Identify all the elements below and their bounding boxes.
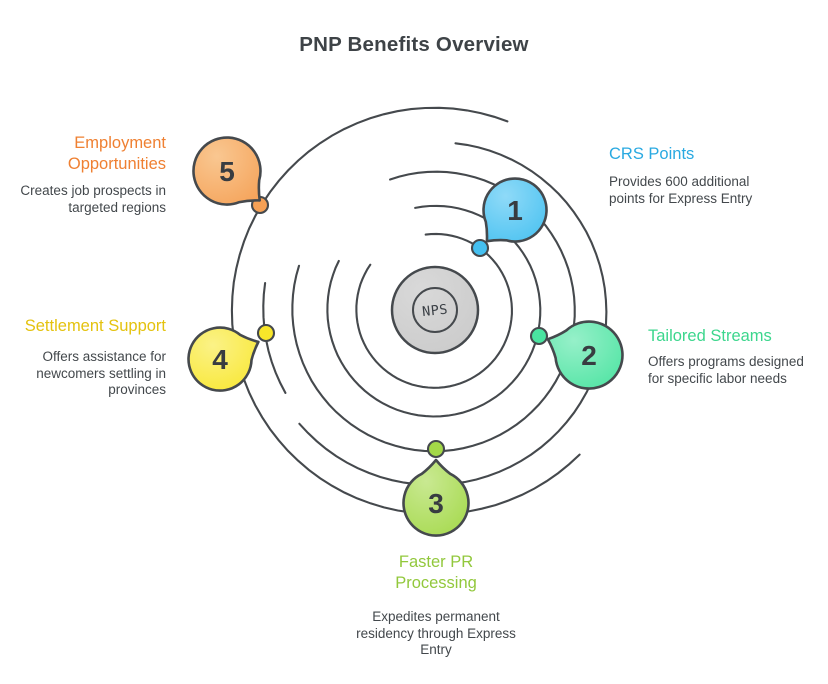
- benefit-body-4: Offers assistance for newcomers settling…: [36, 349, 166, 397]
- benefit-label-tailored-streams: Tailored Streams Offers programs designe…: [648, 326, 828, 387]
- benefit-heading-2: Tailored Streams: [648, 327, 772, 345]
- benefit-bubble-1: [482, 177, 548, 243]
- benefit-heading-1: CRS Points: [609, 145, 695, 163]
- benefit-bubble-2: [546, 320, 624, 390]
- benefit-dot-1: [470, 238, 490, 258]
- benefit-heading-5: Employment Opportunities: [67, 134, 166, 173]
- benefit-dot-3: [426, 439, 446, 459]
- benefit-number-2: 2: [581, 340, 597, 371]
- benefit-number-5: 5: [219, 156, 235, 187]
- benefit-label-crs-points: CRS Points Provides 600 additional point…: [609, 144, 794, 207]
- center-circle: [390, 265, 480, 355]
- center-inner-circle: [412, 287, 458, 333]
- benefit-dot-2: [529, 326, 549, 346]
- benefit-bubble-4: [187, 326, 260, 392]
- benefit-label-settlement-support: Settlement Support Offers assistance for…: [0, 316, 166, 399]
- center-label: NPS: [421, 302, 448, 321]
- page-title: PNP Benefits Overview: [299, 33, 529, 56]
- benefit-label-faster-pr-processing: Faster PR Processing Expedites permanent…: [326, 552, 546, 659]
- benefit-number-4: 4: [212, 344, 228, 375]
- benefit-heading-3: Faster PR Processing: [395, 553, 477, 592]
- benefit-bubble-5: [192, 136, 262, 206]
- spiral-arc: [355, 232, 513, 389]
- benefit-number-3: 3: [428, 488, 444, 519]
- benefit-body-1: Provides 600 additional points for Expre…: [609, 174, 753, 206]
- benefit-heading-4: Settlement Support: [24, 317, 166, 335]
- benefit-body-3: Expedites permanent residency through Ex…: [356, 609, 516, 657]
- benefit-label-employment-opportunities: Employment Opportunities Creates job pro…: [0, 133, 166, 216]
- benefit-dot-4: [256, 323, 276, 343]
- spiral-arc: [298, 142, 608, 486]
- benefit-body-5: Creates job prospects in targeted region…: [20, 183, 166, 215]
- benefit-number-1: 1: [507, 195, 523, 226]
- benefit-bubble-3: [402, 458, 470, 537]
- benefit-body-2: Offers programs designed for specific la…: [648, 354, 804, 386]
